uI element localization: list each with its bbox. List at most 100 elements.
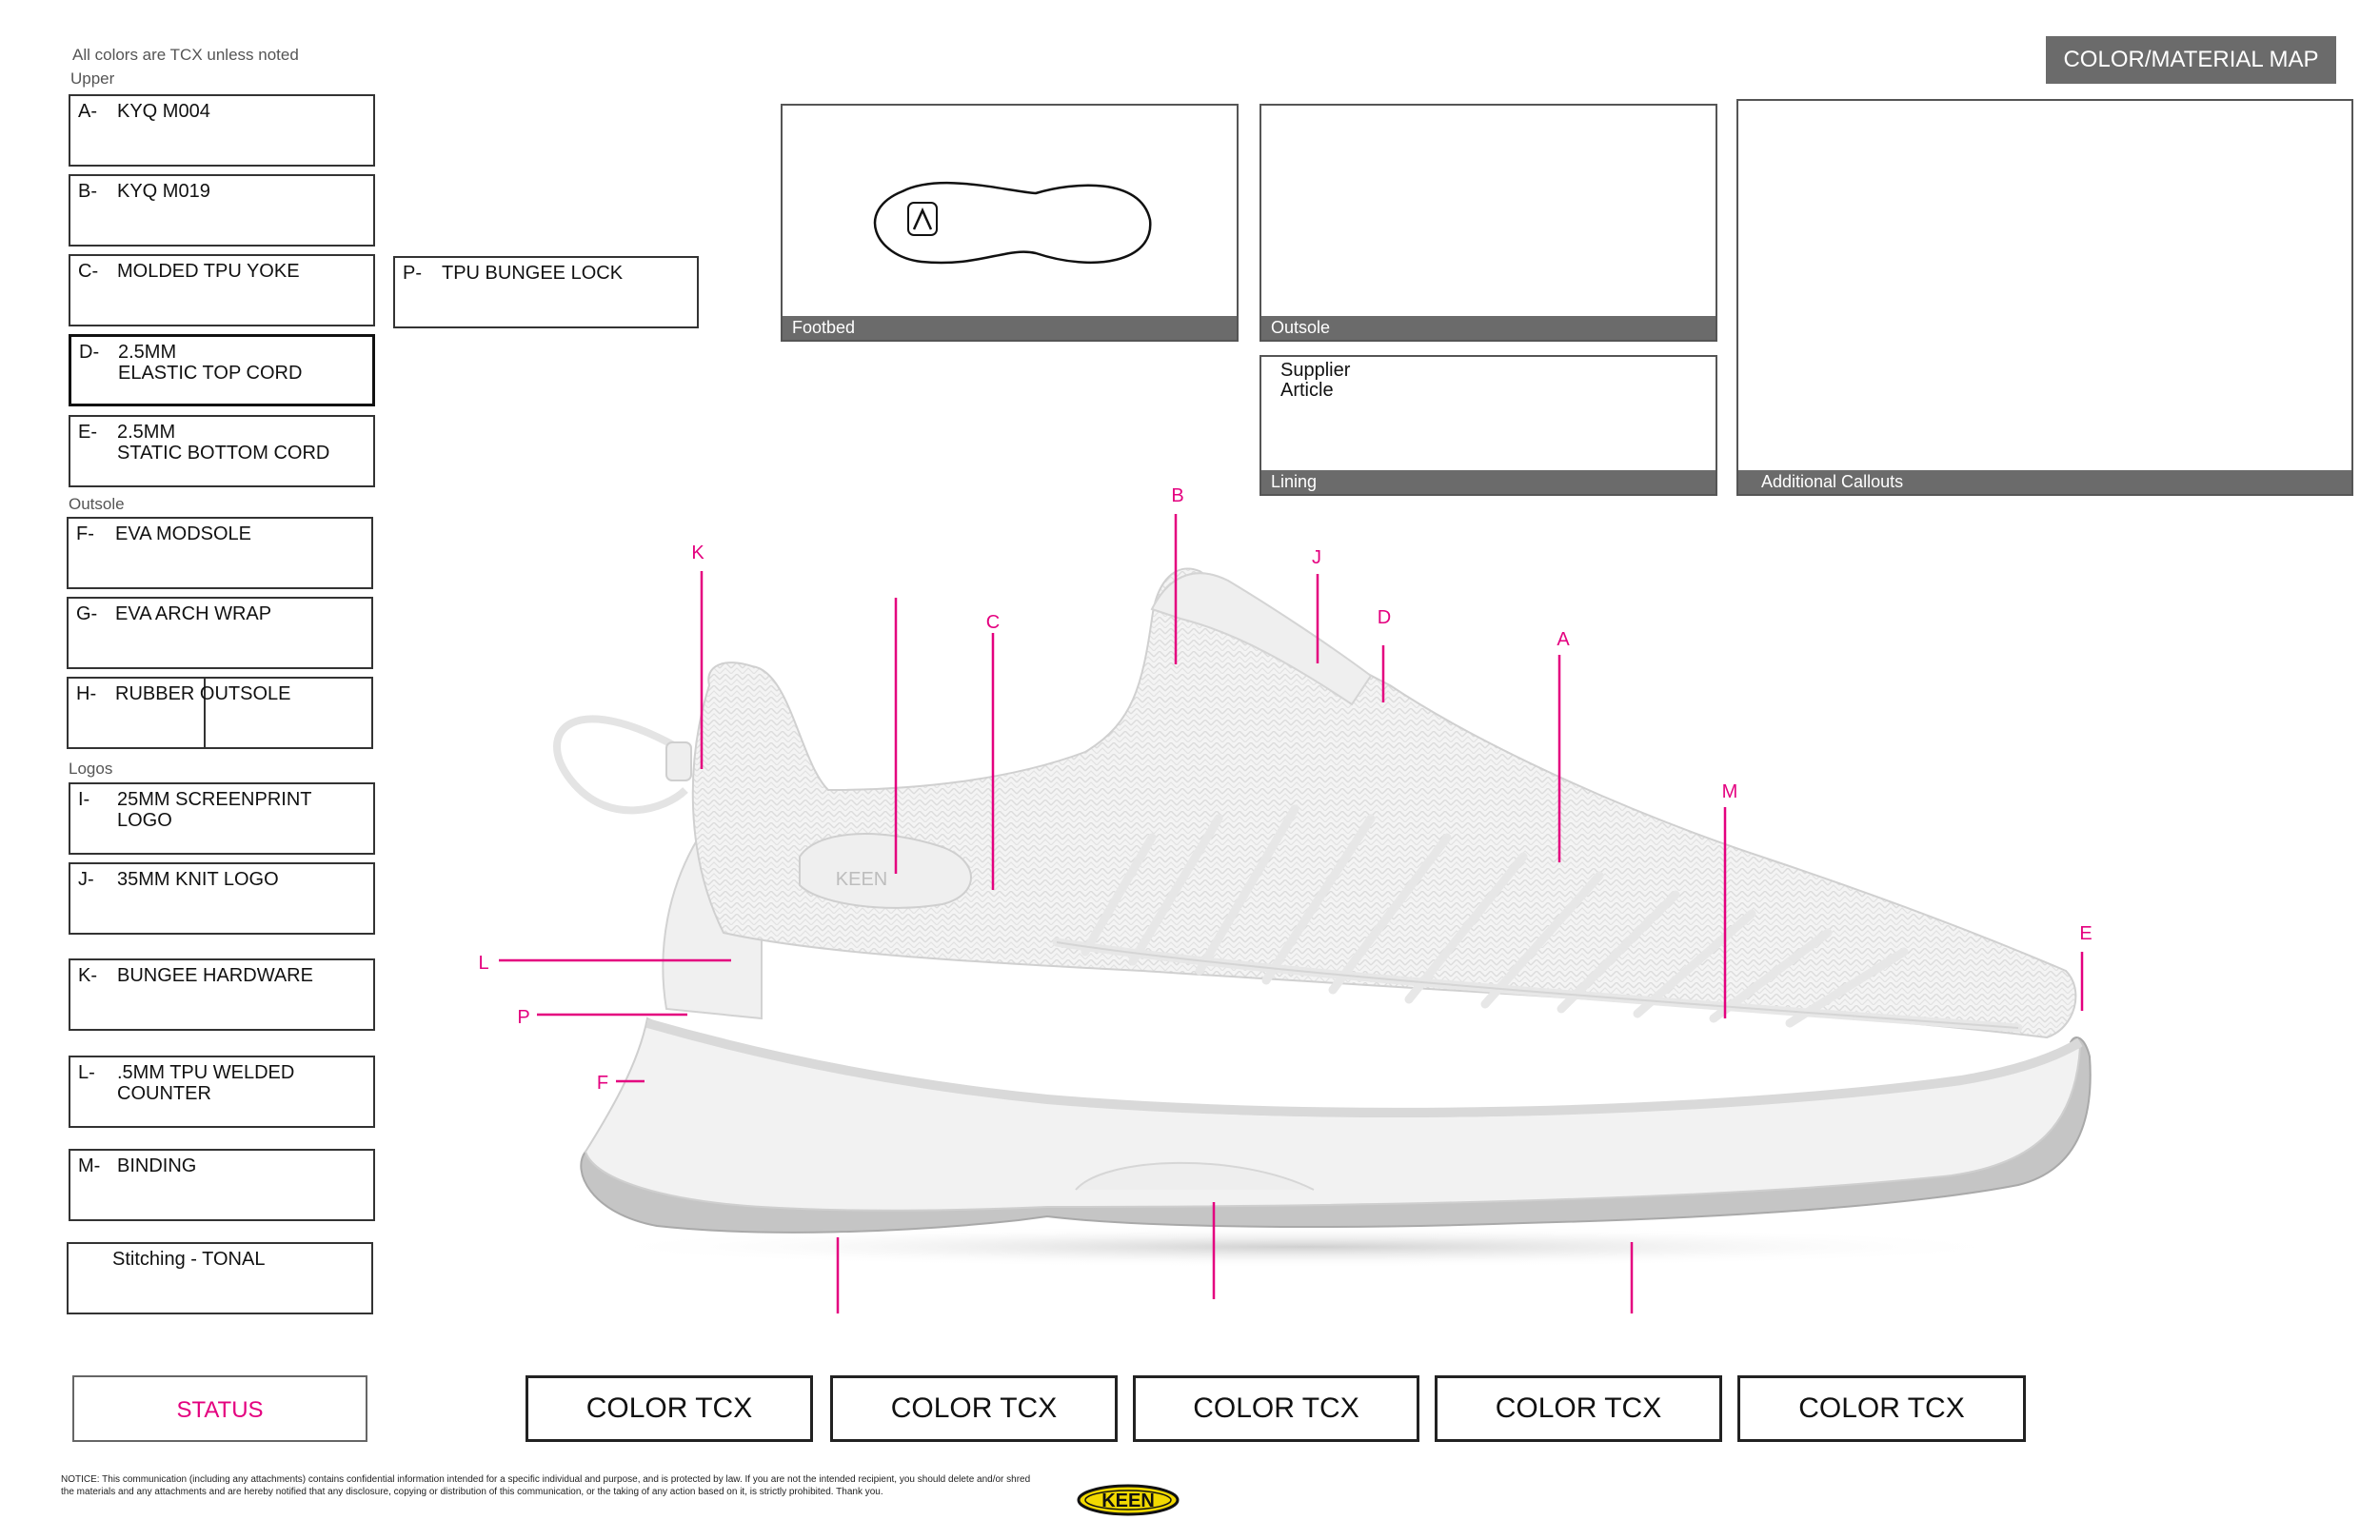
bungee-loop bbox=[553, 715, 688, 815]
ground-shadow bbox=[581, 1226, 2028, 1268]
callout-text: .5MM TPU WELDED COUNTER bbox=[117, 1062, 369, 1104]
additional-callouts-panel[interactable]: Additional Callouts bbox=[1736, 99, 2353, 496]
section-outsole-label: Outsole bbox=[69, 495, 125, 513]
panel-label: Footbed bbox=[783, 316, 1237, 340]
keen-logo-text: KEEN bbox=[1101, 1491, 1155, 1511]
panel-label: Lining bbox=[1261, 470, 1716, 494]
diagram-label-a: A bbox=[1557, 629, 1570, 650]
callout-line2: ELASTIC TOP CORD bbox=[118, 363, 303, 384]
section-logos-label: Logos bbox=[69, 760, 113, 778]
article-label: Article bbox=[1280, 380, 1334, 401]
callout-letter: M- bbox=[78, 1155, 101, 1176]
midsole-ridge bbox=[645, 1018, 2083, 1117]
footbed-panel[interactable]: Footbed bbox=[781, 104, 1239, 342]
callout-letter: H- bbox=[76, 683, 97, 704]
callout-line1: 2.5MM bbox=[118, 342, 177, 363]
callout-box-j[interactable]: J- 35MM KNIT LOGO bbox=[69, 862, 375, 935]
callout-box-i[interactable]: I- 25MM SCREENPRINT LOGO bbox=[69, 782, 375, 855]
callout-text: 35MM KNIT LOGO bbox=[117, 869, 279, 890]
tongue-collar bbox=[1150, 572, 1373, 706]
shoe-diagram: KEEN B J D A M E K I C L P F H G H bbox=[478, 485, 2092, 1313]
yoke-logo-text: KEEN bbox=[836, 869, 887, 890]
callout-letter: P- bbox=[403, 263, 422, 284]
stitching-box[interactable]: Stitching - TONAL bbox=[67, 1242, 373, 1314]
callout-text: 25MM SCREENPRINT LOGO bbox=[117, 789, 312, 831]
callout-box-h[interactable]: H- RUBBER OUTSOLE bbox=[67, 677, 373, 749]
callout-letter: E- bbox=[78, 422, 97, 443]
callout-box-k[interactable]: K- BUNGEE HARDWARE bbox=[69, 958, 375, 1031]
diagram-label-i: I bbox=[893, 596, 899, 617]
color-tcx-box-3[interactable]: COLOR TCX bbox=[1133, 1375, 1419, 1442]
callout-letter: J- bbox=[78, 869, 94, 890]
callout-letter: D- bbox=[79, 342, 100, 363]
callout-lines bbox=[499, 514, 2084, 1313]
divider bbox=[204, 679, 206, 747]
callout-letter: B- bbox=[78, 181, 97, 202]
diagram-label-e: E bbox=[2079, 923, 2092, 944]
keen-logo: KEEN bbox=[1077, 1484, 1180, 1516]
cord-outline bbox=[1056, 941, 2019, 1029]
tpu-yoke bbox=[799, 833, 972, 909]
callout-letter: K- bbox=[78, 965, 97, 986]
diagram-label-d: D bbox=[1378, 607, 1391, 628]
diagram-label-m: M bbox=[1722, 781, 1738, 802]
diagram-label-c: C bbox=[986, 612, 1000, 633]
arch-wrap bbox=[1075, 1161, 1315, 1191]
section-upper-label: Upper bbox=[70, 69, 115, 88]
bungee-hardware bbox=[665, 741, 692, 781]
footbed-outline-icon bbox=[873, 181, 1152, 265]
callout-box-d[interactable]: D- 2.5MM ELASTIC TOP CORD bbox=[69, 334, 375, 406]
callout-box-g[interactable]: G- EVA ARCH WRAP bbox=[67, 597, 373, 669]
callout-box-e[interactable]: E- 2.5MM STATIC BOTTOM CORD bbox=[69, 415, 375, 487]
diagram-label-p: P bbox=[517, 1007, 529, 1028]
callout-line2: STATIC BOTTOM CORD bbox=[117, 443, 330, 464]
color-material-map-button[interactable]: COLOR/MATERIAL MAP bbox=[2046, 36, 2336, 84]
legal-notice: NOTICE: This communication (including an… bbox=[61, 1474, 1031, 1497]
color-tcx-box-5[interactable]: COLOR TCX bbox=[1737, 1375, 2026, 1442]
callout-box-c[interactable]: C- MOLDED TPU YOKE bbox=[69, 254, 375, 326]
callout-box-b[interactable]: B- KYQ M019 bbox=[69, 174, 375, 247]
panel-label: Additional Callouts bbox=[1738, 470, 2351, 494]
callout-box-m[interactable]: M- BINDING bbox=[69, 1149, 375, 1221]
diagram-label-j: J bbox=[1312, 547, 1321, 568]
callout-line1: 2.5MM bbox=[117, 422, 176, 443]
callout-box-a[interactable]: A- KYQ M004 bbox=[69, 94, 375, 167]
callout-box-l[interactable]: L- .5MM TPU WELDED COUNTER bbox=[69, 1056, 375, 1128]
callout-text: KYQ M004 bbox=[117, 101, 210, 122]
stitching-text: Stitching - TONAL bbox=[112, 1249, 266, 1270]
lining-panel[interactable]: Supplier Article Lining bbox=[1259, 355, 1717, 496]
callout-text: 2.5MM STATIC BOTTOM CORD bbox=[117, 422, 369, 464]
diagram-label-b: B bbox=[1171, 485, 1183, 506]
outsole-panel[interactable]: Outsole bbox=[1259, 104, 1717, 342]
callout-letter: A- bbox=[78, 101, 97, 122]
callout-letter: L- bbox=[78, 1062, 95, 1083]
callout-letter: F- bbox=[76, 523, 94, 544]
callout-letter: G- bbox=[76, 603, 98, 624]
color-tcx-box-2[interactable]: COLOR TCX bbox=[830, 1375, 1118, 1442]
supplier-article-text: Supplier Article bbox=[1280, 361, 1350, 401]
callout-text: EVA ARCH WRAP bbox=[115, 603, 272, 624]
callout-text: EVA MODSOLE bbox=[115, 523, 252, 544]
callout-box-f[interactable]: F- EVA MODSOLE bbox=[67, 517, 373, 589]
callout-letter: C- bbox=[78, 261, 99, 282]
diagram-label-l: L bbox=[478, 953, 488, 974]
color-tcx-box-4[interactable]: COLOR TCX bbox=[1435, 1375, 1722, 1442]
callout-letter: I- bbox=[78, 789, 90, 810]
diagram-label-f: F bbox=[597, 1073, 608, 1094]
callout-line1: .5MM TPU WELDED bbox=[117, 1062, 295, 1083]
callout-text: 2.5MM ELASTIC TOP CORD bbox=[118, 342, 370, 384]
callout-text: MOLDED TPU YOKE bbox=[117, 261, 300, 282]
callout-letters: B J D A M E K I C L P F H G H bbox=[478, 485, 2092, 1094]
callout-line2: COUNTER bbox=[117, 1083, 211, 1104]
callout-text: BINDING bbox=[117, 1155, 197, 1176]
tcx-note: All colors are TCX unless noted bbox=[72, 46, 299, 64]
diagram-label-k: K bbox=[691, 543, 704, 563]
callout-text: BUNGEE HARDWARE bbox=[117, 965, 313, 986]
callout-text: RUBBER OUTSOLE bbox=[115, 683, 291, 704]
color-tcx-box-1[interactable]: COLOR TCX bbox=[526, 1375, 813, 1442]
knit-upper bbox=[691, 567, 2077, 1039]
panel-label: Outsole bbox=[1261, 316, 1716, 340]
callout-box-p[interactable]: P- TPU BUNGEE LOCK bbox=[393, 256, 699, 328]
status-box[interactable]: STATUS bbox=[72, 1375, 367, 1442]
callout-text: TPU BUNGEE LOCK bbox=[442, 263, 624, 284]
